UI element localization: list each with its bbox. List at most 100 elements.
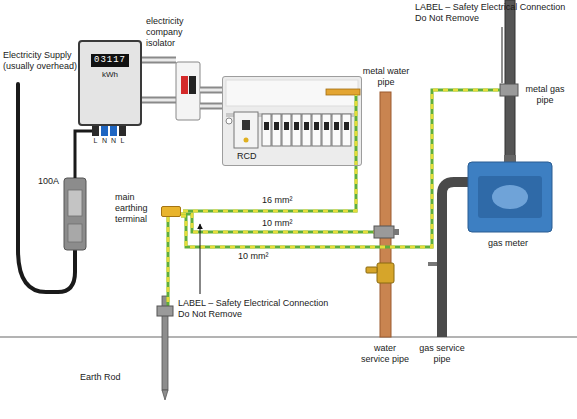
rcd-toggle <box>242 120 250 130</box>
meter-terminal <box>92 126 99 136</box>
meter-reading: 03117 <box>91 54 129 67</box>
label-anchor: 100A <box>38 176 59 187</box>
water-earth-clamp <box>374 226 394 238</box>
breaker-toggle <box>304 122 309 130</box>
terminal-label: N <box>101 137 108 145</box>
label-anchor: Earth Rod <box>80 372 121 383</box>
label-anchor: Electricity Supply (usually overhead) <box>3 50 81 72</box>
cable-size: 10 mm² <box>238 251 269 262</box>
water-bonding-wire <box>181 214 379 232</box>
service-cutout <box>64 178 86 250</box>
earth-wire-stripe <box>181 90 500 247</box>
breaker-toggle <box>284 122 289 130</box>
label-anchor: 10 mm² <box>262 218 293 229</box>
meter-tail <box>75 131 92 178</box>
circuit-breakers <box>262 114 351 146</box>
gas-service-pipe <box>442 182 468 337</box>
terminal-label: N <box>110 137 117 145</box>
earth-rod-tip <box>162 390 168 400</box>
warning-label: LABEL – Safety Electrical Connection Do … <box>415 2 573 24</box>
circuit-breaker <box>332 114 341 146</box>
gas-meter-window <box>492 185 528 209</box>
isolator-toggle <box>189 76 196 94</box>
earthing-conductor <box>167 217 170 307</box>
circuit-breaker <box>292 114 301 146</box>
label-anchor: L <box>92 137 99 145</box>
leader-arrow <box>200 224 201 294</box>
label-anchor: gas service pipe <box>417 343 467 365</box>
component-label: water service pipe <box>360 343 410 365</box>
component-label: electricity company isolator <box>146 16 188 48</box>
warning-label: LABEL – Safety Electrical Connection Do … <box>178 298 336 320</box>
electricity-meter: 03117kWh <box>78 40 142 126</box>
circuit-breaker <box>272 114 281 146</box>
label-anchor: N <box>101 137 108 145</box>
meter-tail-sheath <box>142 97 176 104</box>
valve-handle <box>366 267 377 273</box>
leader-line <box>502 27 503 83</box>
meter-tail-sheath <box>142 57 176 64</box>
fuse-rating: 100A <box>38 176 59 187</box>
gas-meter-body <box>468 162 552 232</box>
label-anchor: metal gas pipe <box>523 84 567 106</box>
consumer-unit: RCD <box>222 76 362 166</box>
water-valve <box>377 263 394 283</box>
component-label: gas service pipe <box>417 343 467 365</box>
gas-meter: gas meter <box>462 158 554 250</box>
label-anchor: water service pipe <box>360 343 410 365</box>
edge-label-anchor: 16 mm² <box>262 195 293 206</box>
earth-bar <box>326 89 360 95</box>
clamp-bolt <box>394 229 399 235</box>
earth-wire <box>355 95 358 166</box>
cable-size: 16 mm² <box>262 195 293 206</box>
consumer-unit-fill <box>222 76 362 166</box>
label-anchor: 10 mm² <box>238 251 269 262</box>
meter-tail-core <box>142 99 176 102</box>
tail-core <box>200 105 222 108</box>
cutout-base <box>68 224 82 242</box>
label-anchor: L <box>119 137 126 145</box>
tail-core <box>200 89 222 92</box>
earth-conductor <box>183 166 356 211</box>
circuit-breaker <box>322 114 331 146</box>
rcd-test-button <box>244 138 249 143</box>
earth-wire-stripe <box>167 217 170 307</box>
terminal-block <box>161 206 181 217</box>
breaker-toggle <box>294 122 299 130</box>
circuit-breaker <box>262 114 271 146</box>
component-label: main earthing terminal <box>115 192 159 224</box>
meter-terminal <box>110 126 117 136</box>
circuit-breaker <box>342 114 351 146</box>
breaker-toggle <box>274 122 279 130</box>
circuit-breaker <box>302 114 311 146</box>
rod-earth-clamp <box>157 306 173 316</box>
cover-screw <box>226 118 232 124</box>
component-label: metal water pipe <box>358 66 414 88</box>
device-label: RCD <box>237 151 257 162</box>
breaker-toggle <box>344 122 349 130</box>
label-anchor: metal water pipe <box>358 66 414 88</box>
earth-wire-stripe <box>355 95 358 166</box>
component-label: metal gas pipe <box>523 84 567 106</box>
meter-tail-core <box>142 59 176 62</box>
gas-valve-lever <box>428 262 437 266</box>
service-fuse <box>68 190 82 216</box>
label-anchor: N <box>110 137 117 145</box>
meter-terminal <box>101 126 108 136</box>
circuit-breaker <box>312 114 321 146</box>
gas-bonding-wire <box>181 90 500 247</box>
cable-size: 10 mm² <box>262 218 293 229</box>
component-label: Earth Rod <box>80 372 121 383</box>
terminal-label: L <box>92 137 99 145</box>
ground-line <box>0 336 577 338</box>
rcd-device <box>234 112 258 148</box>
circuit-breaker <box>282 114 291 146</box>
label-anchor: LABEL – Safety Electrical Connection Do … <box>178 298 336 320</box>
gas-earth-clamp <box>500 84 518 96</box>
breaker-toggle <box>314 122 319 130</box>
label-anchor: LABEL – Safety Electrical Connection Do … <box>415 2 573 24</box>
label-anchor: electricity company isolator <box>146 16 188 48</box>
meter-terminal <box>119 126 126 136</box>
isolator-switch <box>176 62 200 120</box>
